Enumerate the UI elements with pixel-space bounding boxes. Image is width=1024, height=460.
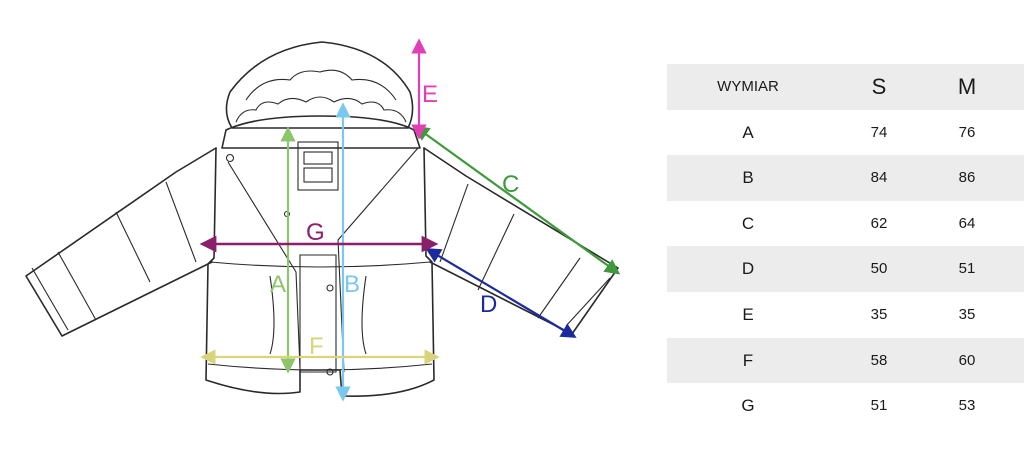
dimension-label-D: D — [480, 291, 497, 318]
row-size-m: 64 — [958, 214, 976, 232]
row-size-s: 84 — [870, 169, 888, 187]
table-header-row: WYMIAR S M — [667, 64, 1024, 110]
row-size-m: 76 — [958, 123, 976, 141]
header-size-m: M — [957, 74, 977, 99]
row-dimension: D — [741, 259, 755, 279]
row-size-s: 50 — [870, 260, 888, 278]
row-size-s: 35 — [870, 305, 888, 323]
dimension-label-F: F — [309, 333, 324, 360]
row-dimension: F — [742, 350, 754, 370]
row-dimension: B — [742, 168, 754, 188]
dimension-label-G: G — [306, 219, 325, 246]
table-row: C 62 64 — [667, 201, 1024, 247]
dimension-line-C — [413, 125, 621, 275]
header-size-s: S — [871, 74, 887, 99]
row-size-m: 53 — [958, 397, 976, 415]
row-size-m: 51 — [958, 260, 976, 278]
row-size-s: 51 — [870, 397, 888, 415]
table-row: D 50 51 — [667, 246, 1024, 292]
table-row: E 35 35 — [667, 292, 1024, 338]
row-dimension: A — [742, 122, 754, 142]
dimension-label-E: E — [422, 81, 438, 108]
row-size-s: 74 — [870, 123, 888, 141]
row-size-m: 35 — [958, 305, 976, 323]
row-size-m: 60 — [958, 351, 976, 369]
row-size-m: 86 — [958, 169, 976, 187]
jacket-diagram: A B C D E F G — [25, 38, 621, 402]
row-dimension: C — [741, 213, 755, 233]
dimension-labels: A B C D E F G — [270, 81, 519, 360]
table-row: G 51 53 — [667, 383, 1024, 429]
table-row: A 74 76 — [667, 110, 1024, 156]
row-dimension: E — [742, 304, 754, 324]
row-size-s: 62 — [870, 214, 888, 232]
table-row: F 58 60 — [667, 337, 1024, 384]
row-dimension: G — [741, 396, 755, 416]
size-table: WYMIAR S M A 74 76 B 84 86 C 62 64 D 50 … — [667, 64, 1024, 429]
dimension-label-B: B — [344, 271, 360, 298]
header-dimension: WYMIAR — [717, 78, 779, 95]
dimension-label-C: C — [502, 171, 519, 198]
dimension-lines — [199, 38, 621, 402]
dimension-line-D — [425, 248, 577, 338]
row-size-s: 58 — [870, 351, 888, 369]
dimension-label-A: A — [270, 271, 286, 298]
table-row: B 84 86 — [667, 155, 1024, 201]
